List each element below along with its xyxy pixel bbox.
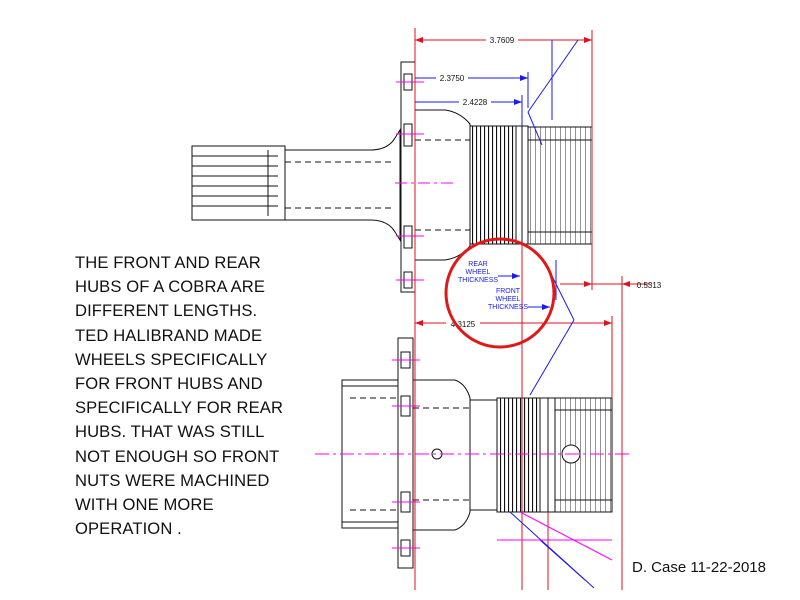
rear-flange-stud-marks [396,81,424,281]
front-hub-flange [397,337,414,569]
dim-overall-bottom: 4.3125 [451,320,476,329]
front-hub [341,337,613,569]
dimension-lines-magenta [497,511,613,561]
dim-inner-2: 2.4228 [463,98,488,107]
explanation-text: THE FRONT AND REAR HUBS OF A COBRA ARE D… [75,253,284,539]
rear-hub-knurl [469,125,517,245]
dimension-lines [414,28,650,590]
dim-inner-1: 2.3750 [440,74,465,83]
author-credit: D. Case 11-22-2018 [632,559,766,576]
rear-hub-flange [400,61,416,293]
wheel-thickness-callout [444,237,556,349]
dim-offset: 0.5313 [637,281,662,290]
dim-overall-top: 3.7609 [490,36,515,45]
front-hub-knurl [496,397,541,513]
rear-hub-spline [191,145,286,221]
rear-hub-thread [527,126,593,245]
